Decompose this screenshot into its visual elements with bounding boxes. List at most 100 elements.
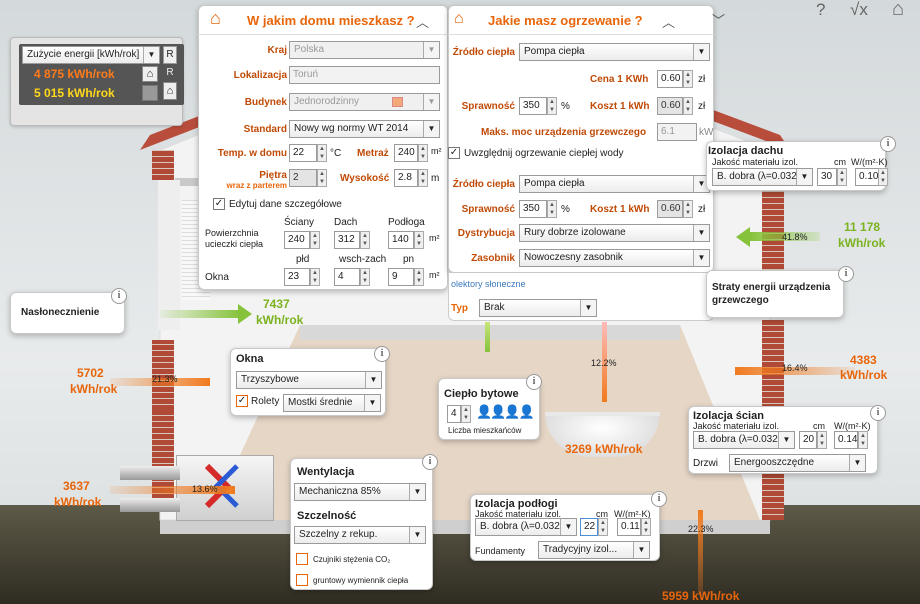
metraz-input[interactable]: 240 <box>394 144 418 162</box>
floor-cm-stepper[interactable]: ▲▼ <box>598 518 608 536</box>
vent-value: Mechaniczna 85% <box>299 486 381 497</box>
windows-type-select[interactable]: Trzyszybowe▼ <box>236 371 382 389</box>
moc-field[interactable]: 6.1 <box>657 123 697 141</box>
col-sciany: Ściany <box>284 217 315 228</box>
floor-w-stepper[interactable]: ▲▼ <box>641 518 651 536</box>
okna-label: Okna <box>205 272 229 283</box>
pld-input[interactable]: 23 <box>284 268 310 286</box>
house-small-icon[interactable]: ⌂ <box>163 82 177 100</box>
heating-panel-header[interactable] <box>448 5 714 35</box>
gwc-checkbox[interactable] <box>296 574 308 586</box>
home-icon[interactable]: ⌂ <box>892 0 905 20</box>
cena-input[interactable]: 0.60 <box>657 70 683 88</box>
cwu-checkbox[interactable]: ✓ <box>448 147 460 159</box>
lokalizacja-field[interactable]: Toruń <box>289 66 440 84</box>
wysokosc-stepper[interactable]: ▲▼ <box>418 169 428 187</box>
wysokosc-input[interactable]: 2.8 <box>394 169 418 187</box>
energy-unit-select[interactable]: Zużycie energii [kWh/rok]▼ <box>22 46 160 64</box>
persons-input[interactable]: 4 <box>447 405 461 423</box>
sprawnosc2-unit: % <box>561 204 570 215</box>
wall-w-input[interactable]: 0.14 <box>834 431 858 449</box>
zrodlo2-select[interactable]: Pompa ciepła▼ <box>519 175 710 193</box>
chevron-down-icon: ▼ <box>580 300 596 316</box>
wall-w-stepper[interactable]: ▲▼ <box>858 431 868 449</box>
chevron-up-icon[interactable]: ︿ <box>662 15 676 30</box>
floor-cm-input[interactable]: 22 <box>580 518 598 536</box>
co2-checkbox[interactable] <box>296 553 308 565</box>
pn-input[interactable]: 9 <box>388 268 414 286</box>
dystrybucja-select[interactable]: Rury dobrze izolowane▼ <box>519 224 710 242</box>
typ-select[interactable]: Brak▼ <box>479 299 597 317</box>
cena-unit: zł <box>698 74 706 85</box>
roof-w-stepper[interactable]: ▲▼ <box>878 168 888 186</box>
floor-w-input[interactable]: 0.11 <box>617 518 641 536</box>
floor-material-select[interactable]: B. dobra (λ=0.032)▼ <box>475 518 577 536</box>
house-panel-header[interactable] <box>198 5 448 35</box>
pld-stepper[interactable]: ▲▼ <box>310 268 320 286</box>
sprawnosc-stepper[interactable]: ▲▼ <box>547 97 557 115</box>
standard-select[interactable]: Nowy wg normy WT 2014▼ <box>289 120 440 138</box>
metraz-stepper[interactable]: ▲▼ <box>418 144 428 162</box>
chevron-down-icon: ▼ <box>693 225 709 241</box>
info-icon[interactable]: i <box>111 288 127 304</box>
info-icon[interactable]: i <box>526 374 542 390</box>
info-icon[interactable]: i <box>651 491 667 507</box>
sprawnosc-input[interactable]: 350 <box>519 97 547 115</box>
persons-stepper[interactable]: ▲▼ <box>461 405 471 423</box>
zrodlo-select[interactable]: Pompa ciepła▼ <box>519 43 710 61</box>
dach-stepper[interactable]: ▲▼ <box>360 231 370 249</box>
budynek-select[interactable]: Jednorodzinny▼ <box>289 93 440 111</box>
info-icon[interactable]: i <box>422 454 438 470</box>
roof-cm-input[interactable]: 30 <box>817 168 837 186</box>
pn-stepper[interactable]: ▲▼ <box>414 268 424 286</box>
sun-arrow <box>160 310 240 318</box>
info-icon[interactable]: i <box>374 346 390 362</box>
energy-reset-button-2[interactable]: R <box>166 67 174 78</box>
wall-cm-input[interactable]: 20 <box>799 431 817 449</box>
energy-reset-button[interactable]: R <box>163 46 177 64</box>
temp-stepper[interactable]: ▲▼ <box>317 144 327 162</box>
koszt2-stepper[interactable]: ▲▼ <box>683 200 693 218</box>
cena-stepper[interactable]: ▲▼ <box>683 70 693 88</box>
roof-brick-left <box>152 150 174 180</box>
roof-material-select[interactable]: B. dobra (λ=0.032)▼ <box>712 168 813 186</box>
rolety-select[interactable]: Mostki średnie▼ <box>283 394 381 412</box>
dach-input[interactable]: 312 <box>334 231 360 249</box>
chevron-down-icon: ▼ <box>423 94 439 110</box>
kraj-select[interactable]: Polska▼ <box>289 41 440 59</box>
fund-select[interactable]: Tradycyjny izol...▼ <box>538 541 650 559</box>
house-reference-icon[interactable] <box>142 85 158 101</box>
info-icon[interactable]: i <box>880 136 896 152</box>
drzwi-select[interactable]: Energooszczędne▼ <box>729 454 866 472</box>
zasobnik-select[interactable]: Nowoczesny zasobnik▼ <box>519 249 710 267</box>
chevron-down-icon[interactable]: ﹀ <box>712 13 726 28</box>
info-icon[interactable]: i <box>838 266 854 282</box>
sprawnosc2-input[interactable]: 350 <box>519 200 547 218</box>
edit-details-checkbox[interactable]: ✓ <box>213 198 225 210</box>
temp-input[interactable]: 22 <box>289 144 317 162</box>
rolety-checkbox[interactable]: ✓ <box>236 395 248 407</box>
vent-select[interactable]: Mechaniczna 85%▼ <box>294 483 426 501</box>
house-compare-icon[interactable]: ⌂ <box>142 66 158 82</box>
chevron-up-icon[interactable]: ︿ <box>416 15 430 30</box>
koszt-stepper[interactable]: ▲▼ <box>683 97 693 115</box>
podloga-stepper[interactable]: ▲▼ <box>414 231 424 249</box>
wsch-input[interactable]: 4 <box>334 268 360 286</box>
wall-material-select[interactable]: B. dobra (λ=0.032)▼ <box>693 431 795 449</box>
col-podloga: Podłoga <box>388 217 425 228</box>
sprawnosc2-stepper[interactable]: ▲▼ <box>547 200 557 218</box>
roof-cm-stepper[interactable]: ▲▼ <box>837 168 847 186</box>
wall-cm-stepper[interactable]: ▲▼ <box>817 431 827 449</box>
pietra-stepper[interactable]: ▲▼ <box>317 169 327 187</box>
podloga-input[interactable]: 140 <box>388 231 414 249</box>
sciany-input[interactable]: 240 <box>284 231 310 249</box>
info-icon[interactable]: i <box>870 405 886 421</box>
pietra-input[interactable]: 2 <box>289 169 317 187</box>
wsch-stepper[interactable]: ▲▼ <box>360 268 370 286</box>
szczelnosc-select[interactable]: Szczelny z rekup.▼ <box>294 526 426 544</box>
help-icon[interactable]: ? <box>816 0 826 19</box>
sciany-stepper[interactable]: ▲▼ <box>310 231 320 249</box>
formula-icon[interactable]: √x <box>850 0 868 19</box>
wysokosc-unit: m <box>431 173 440 184</box>
roof-w-input[interactable]: 0.10 <box>855 168 879 186</box>
